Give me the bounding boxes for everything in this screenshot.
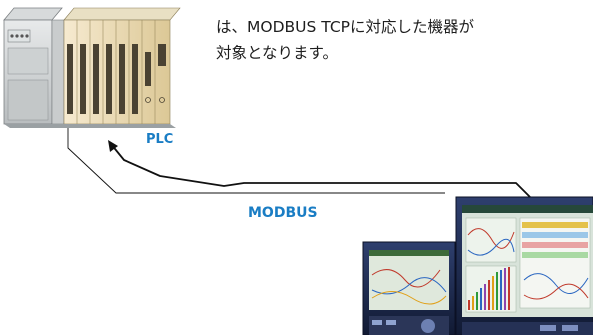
description-line-2: 対象となります。 <box>216 44 338 62</box>
plc-device <box>3 7 181 128</box>
plc-io-modules <box>63 7 181 125</box>
description-line-1: は、MODBUS TCPに対応した機器が <box>216 18 474 36</box>
large-recorder <box>455 196 593 335</box>
bar-graph-display <box>468 267 510 310</box>
arrow-head-icon <box>108 140 118 152</box>
small-recorder <box>362 241 456 335</box>
description-text: は、MODBUS TCPに対応した機器が 対象となります。 <box>216 14 593 66</box>
modbus-label: MODBUS <box>248 205 318 221</box>
plc-label: PLC <box>146 132 174 147</box>
modbus-connection <box>67 128 531 198</box>
